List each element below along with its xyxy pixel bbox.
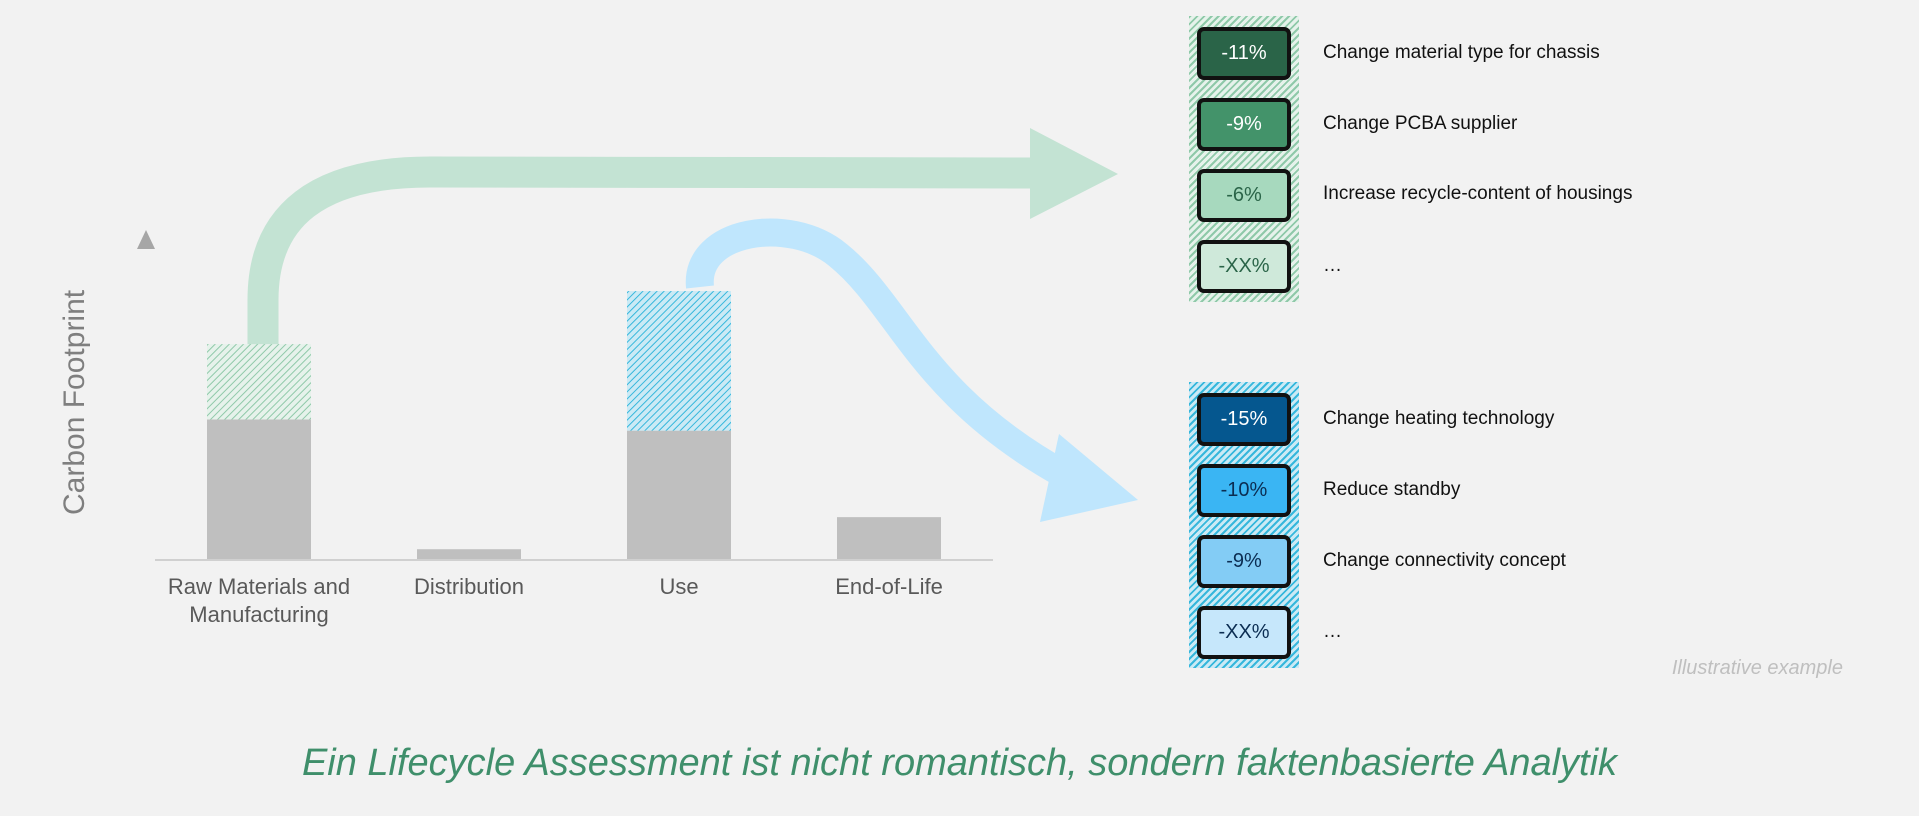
measure-label: …: [1323, 255, 1342, 276]
category-label-line: Use: [659, 574, 699, 599]
category-label-raw-materials: Raw Materials and Manufacturing: [159, 573, 359, 629]
measure-label: …: [1323, 621, 1342, 642]
category-label-line: Raw Materials and: [167, 574, 351, 599]
measure-label: Change material type for chassis: [1323, 42, 1600, 63]
measure-badge: -15%: [1197, 393, 1291, 446]
bar-base: [837, 517, 941, 559]
category-label-line: Distribution: [413, 574, 525, 599]
y-axis-title: Carbon Footprint: [58, 289, 91, 515]
category-label-line: End-of-Life: [835, 574, 943, 599]
headline: Ein Lifecycle Assessment ist nicht roman…: [301, 742, 1618, 784]
category-label-distribution: Distribution: [369, 573, 569, 601]
measure-label: Change heating technology: [1323, 408, 1555, 429]
bar-base: [627, 430, 731, 559]
measure-badge: -XX%: [1197, 240, 1291, 293]
measure-badge: -11%: [1197, 27, 1291, 80]
measure-badge: -9%: [1197, 535, 1291, 588]
bar-reduction-potential: [627, 291, 731, 431]
bar-base: [417, 549, 521, 559]
measure-label: Increase recycle-content of housings: [1323, 183, 1633, 204]
blue-arrow-head-icon: [1040, 434, 1138, 522]
bar-reduction-potential: [207, 344, 311, 420]
green-arrow-head-icon: [1030, 128, 1118, 219]
category-label-line: Manufacturing: [189, 602, 329, 627]
bar-base: [207, 419, 311, 559]
blue-flow-arrow: [685, 218, 1072, 488]
category-label-end-of-life: End-of-Life: [789, 573, 989, 601]
measure-label: Change PCBA supplier: [1323, 113, 1518, 134]
category-label-use: Use: [579, 573, 779, 601]
measure-label: Change connectivity concept: [1323, 550, 1566, 571]
green-flow-arrow: [247, 156, 1033, 345]
measure-label: Reduce standby: [1323, 479, 1461, 500]
illustrative-note: Illustrative example: [1671, 657, 1843, 679]
measure-badge: -XX%: [1197, 606, 1291, 659]
measure-badge: -10%: [1197, 464, 1291, 517]
measure-badge: -6%: [1197, 169, 1291, 222]
y-axis-arrow-icon: [137, 230, 155, 249]
measure-badge: -9%: [1197, 98, 1291, 151]
